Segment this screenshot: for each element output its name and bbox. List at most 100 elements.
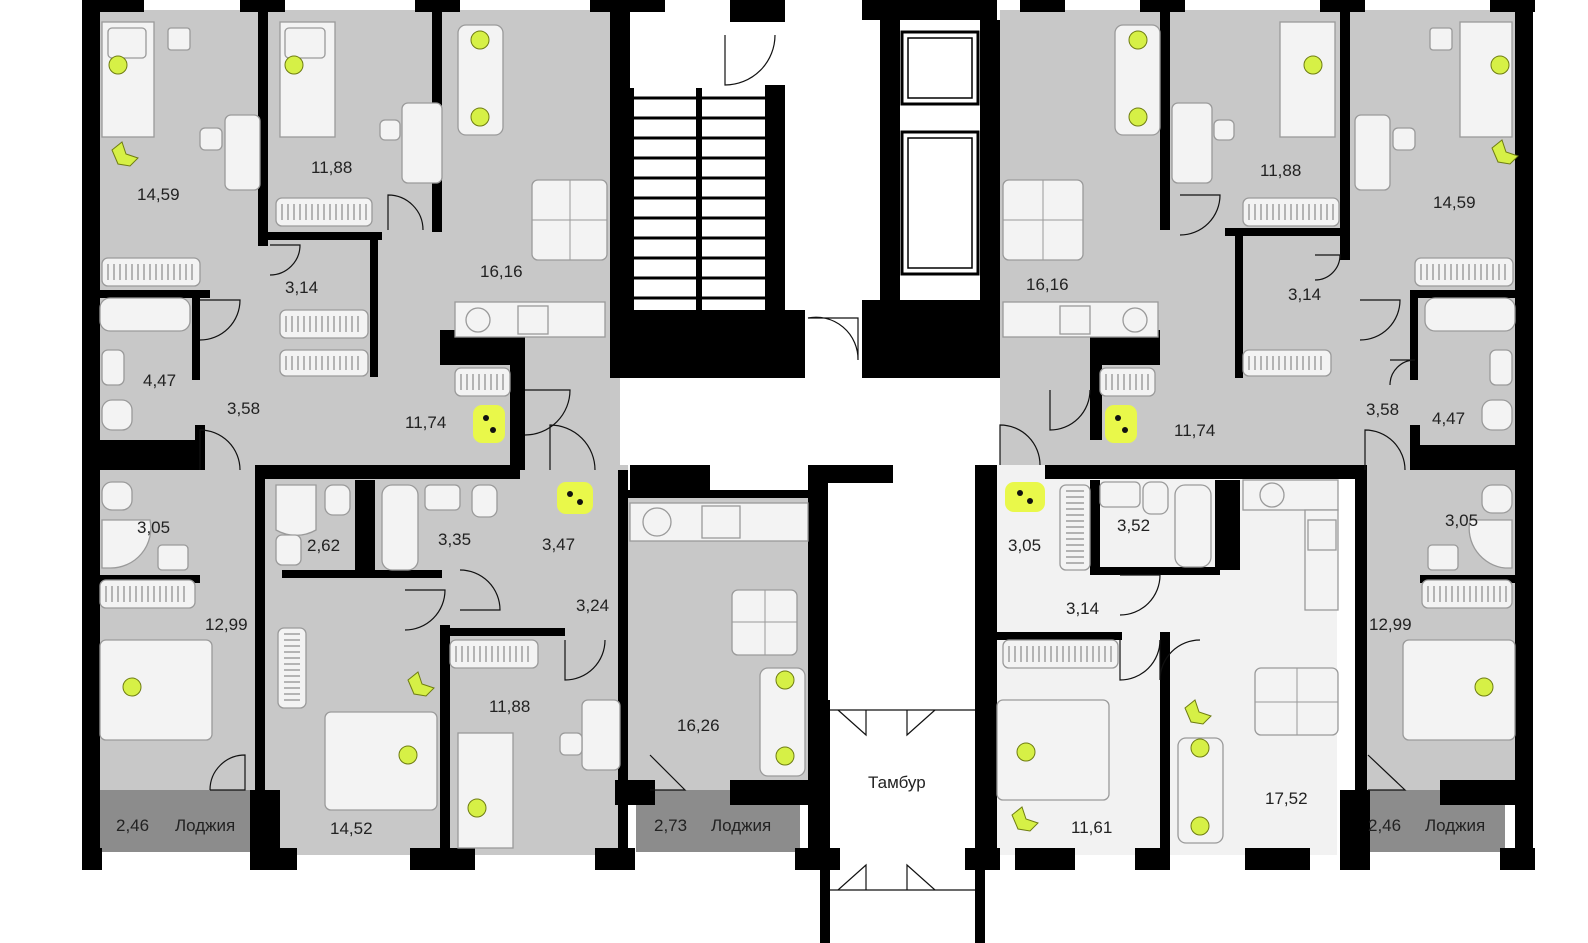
sink-bottom-left xyxy=(157,544,189,571)
radiator-icon xyxy=(99,579,196,609)
sink-mid-right xyxy=(1099,481,1141,508)
chair-icon xyxy=(379,119,401,141)
door-bath-right-2 xyxy=(1389,359,1416,386)
stair-door xyxy=(724,34,776,86)
door-entrance-right-2 xyxy=(999,424,1041,466)
radiator-icon xyxy=(449,639,539,669)
bed-mid-right xyxy=(996,699,1110,801)
desk-kid-top-left xyxy=(401,102,443,184)
chair-icon xyxy=(559,732,583,756)
door-bath-left xyxy=(199,299,241,341)
stair-exit-door xyxy=(807,316,859,361)
label-mid-left-bedroom: 14,52 xyxy=(330,819,373,838)
label-mid-right-corridor: 3,14 xyxy=(1066,599,1099,618)
sofa-top-left xyxy=(457,24,504,136)
label-top-left-closet: 3,14 xyxy=(285,278,318,297)
sofa-top-right xyxy=(1114,24,1161,136)
radiator-icon xyxy=(1059,484,1091,571)
label-mid-right-bath: 3,52 xyxy=(1117,516,1150,535)
radiator-icon xyxy=(279,309,369,339)
label-mid-loggia-area: 2,73 xyxy=(654,816,687,835)
label-top-right-closet: 3,14 xyxy=(1288,285,1321,304)
sink-top-right xyxy=(1489,349,1513,386)
sink-bottom-right xyxy=(1427,544,1459,571)
room-labels: 14,59 11,88 16,16 3,14 4,47 3,58 11,74 3… xyxy=(116,158,1485,838)
toilet-bottom-right xyxy=(1481,484,1513,514)
bed-kid-top-right xyxy=(1279,21,1336,138)
door-entrance-mid xyxy=(549,424,596,471)
door-bath-right-mid xyxy=(1119,574,1161,616)
toilet-top-right xyxy=(1481,399,1513,431)
label-mid-loggia-name: Лоджия xyxy=(711,816,771,835)
label-top-left-bath: 4,47 xyxy=(143,371,176,390)
radiator-icon xyxy=(1242,349,1332,377)
shower-mid-left xyxy=(275,484,317,537)
desk-top-right xyxy=(1354,114,1391,191)
radiator-icon xyxy=(1099,367,1156,397)
footprints-icon xyxy=(473,405,1137,514)
label-mid-left-kid-room: 11,88 xyxy=(489,697,530,716)
label-mid-right-living: 17,52 xyxy=(1265,789,1308,808)
label-mid-right-hall: 3,05 xyxy=(1008,536,1041,555)
door-closet-left xyxy=(269,244,301,276)
label-bottom-left-wc: 3,05 xyxy=(137,518,170,537)
radiator-icon xyxy=(277,627,307,709)
radiator-icon xyxy=(275,197,373,227)
label-bottom-right-wc: 3,05 xyxy=(1445,511,1478,530)
label-bottom-right-loggia-name: Лоджия xyxy=(1425,816,1485,835)
radiator-icon xyxy=(279,349,369,377)
kitchen-counter-mid-right xyxy=(1242,479,1339,511)
chair-icon xyxy=(1392,127,1416,151)
bed-mid-left xyxy=(324,711,438,811)
bed-bottom-left xyxy=(99,639,213,741)
chair-icon xyxy=(199,127,223,151)
radiator-icon xyxy=(1002,639,1119,669)
vestibule-door-4 xyxy=(906,863,936,891)
label-top-left-kid-room: 11,88 xyxy=(311,158,352,177)
vestibule-door-3 xyxy=(837,863,867,891)
label-mid-left-wc: 2,62 xyxy=(307,536,340,555)
vestibule-door-1 xyxy=(837,709,867,737)
bathtub-mid-right xyxy=(1174,484,1212,568)
label-bottom-right-bedroom: 12,99 xyxy=(1369,615,1412,634)
bed-kid-mid xyxy=(457,732,514,849)
door-bedroom-right xyxy=(1119,639,1161,681)
door-entrance-right xyxy=(1049,389,1091,431)
elevator-shaft-1 xyxy=(900,30,980,106)
toilet-top-left xyxy=(101,399,133,431)
bed-bottom-right xyxy=(1402,639,1516,741)
door-bedroom-mid xyxy=(404,589,446,631)
shower-bottom-right xyxy=(1468,519,1513,569)
desk-kid-mid xyxy=(581,699,621,771)
radiator-icon xyxy=(1414,257,1514,287)
chair-icon xyxy=(1213,119,1235,141)
sink-mid-left-2 xyxy=(424,484,461,511)
label-mid-right-bedroom: 11,61 xyxy=(1071,818,1112,837)
staircase xyxy=(630,88,766,310)
label-top-left-living: 16,16 xyxy=(480,262,523,281)
bed-top-right xyxy=(1459,21,1513,138)
bathtub-top-right xyxy=(1424,297,1516,332)
bottom-left-loggia xyxy=(100,790,250,852)
label-top-left-corridor: 11,74 xyxy=(405,413,446,432)
door-closet-right xyxy=(1314,254,1341,281)
label-bottom-left-loggia-area: 2,46 xyxy=(116,816,149,835)
shower-bottom-left xyxy=(101,519,152,569)
radiators xyxy=(99,197,1514,709)
label-mid-left-corridor: 3,24 xyxy=(576,596,609,615)
radiator-icon xyxy=(101,257,201,287)
radiator-icon xyxy=(1242,197,1340,227)
fixtures xyxy=(99,21,1516,849)
bathtub-mid-left xyxy=(381,484,419,571)
label-top-right-bedroom: 14,59 xyxy=(1433,193,1476,212)
label-mid-left-bath: 3,35 xyxy=(438,530,471,549)
elevators xyxy=(900,30,980,276)
label-bottom-right-loggia-area: 2,46 xyxy=(1368,816,1401,835)
walls xyxy=(82,0,1535,943)
sink-mid-left xyxy=(275,534,302,566)
sofa-mid-right xyxy=(1177,737,1224,844)
label-bottom-left-loggia-name: Лоджия xyxy=(175,816,235,835)
sink-top-left xyxy=(101,349,125,386)
label-top-left-hall: 3,58 xyxy=(227,399,260,418)
